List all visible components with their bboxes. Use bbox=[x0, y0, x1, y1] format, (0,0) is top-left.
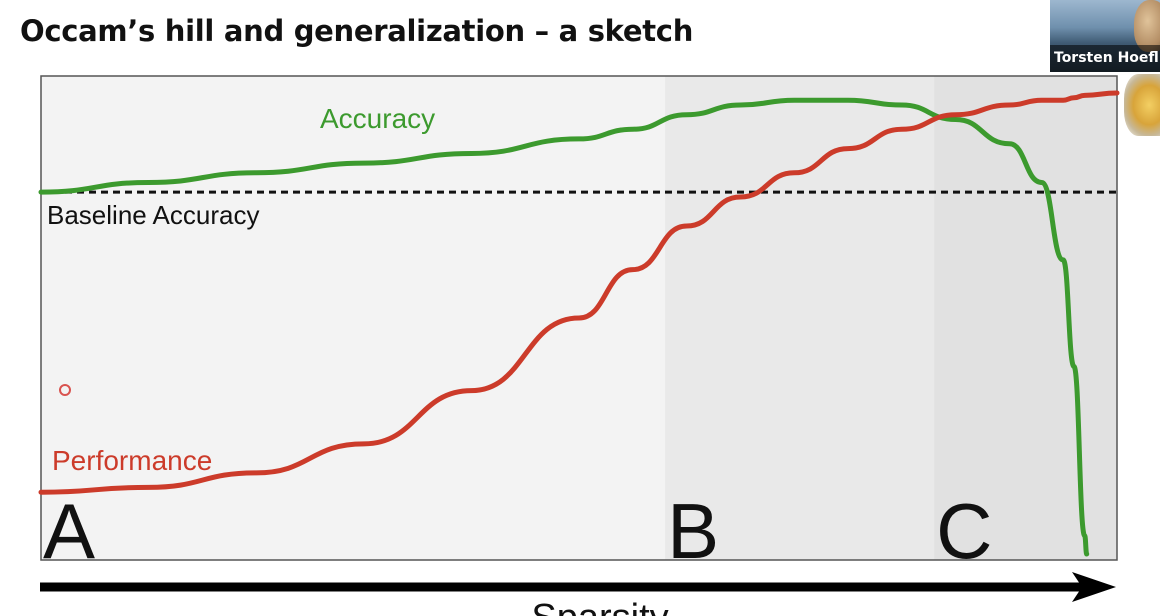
region-labels: A B C bbox=[43, 487, 992, 575]
region-b bbox=[665, 76, 935, 560]
series-label-accuracy: Accuracy bbox=[320, 103, 435, 134]
plot-frame bbox=[40, 75, 1118, 561]
chart-regions bbox=[41, 76, 1117, 560]
region-a bbox=[41, 76, 666, 560]
series-label-performance: Performance bbox=[52, 445, 212, 476]
region-label-b: B bbox=[667, 487, 719, 575]
x-axis-arrow bbox=[40, 572, 1116, 602]
series-line-performance bbox=[38, 90, 1120, 495]
x-axis-label: Sparsity bbox=[531, 597, 668, 616]
participant-face bbox=[1134, 0, 1160, 52]
region-label-a: A bbox=[43, 487, 95, 575]
region-c bbox=[934, 76, 1117, 560]
baseline-label: Baseline Accuracy bbox=[47, 200, 259, 230]
participant-name-label: Torsten Hoefl bbox=[1050, 45, 1160, 72]
slide-title: Occam’s hill and generalization – a sket… bbox=[20, 14, 694, 48]
pointer-dot-icon bbox=[59, 384, 71, 396]
x-axis-arrowhead-icon bbox=[1072, 572, 1116, 602]
region-label-c: C bbox=[936, 487, 992, 575]
series-group bbox=[38, 90, 1120, 557]
secondary-video-thumbnail[interactable] bbox=[1124, 74, 1160, 136]
series-line-accuracy bbox=[38, 97, 1090, 557]
